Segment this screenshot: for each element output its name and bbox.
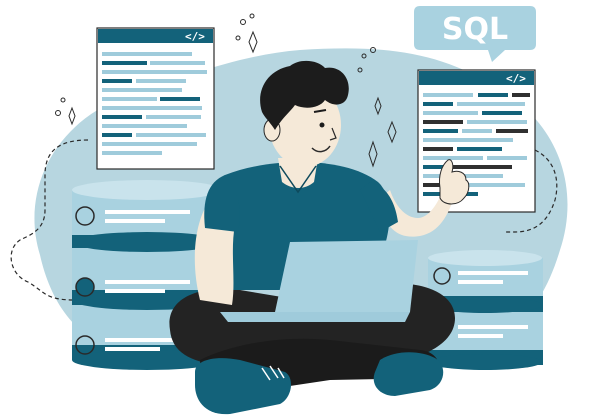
dashed-connector-left bbox=[10, 139, 89, 301]
db-indicator bbox=[75, 206, 95, 226]
left-shoe-laces bbox=[261, 365, 285, 381]
right-sleeve bbox=[360, 182, 398, 232]
right-shoe bbox=[373, 352, 444, 396]
right-arm bbox=[378, 185, 455, 237]
mouth bbox=[311, 145, 331, 153]
hair bbox=[260, 60, 349, 130]
eye bbox=[319, 122, 325, 128]
db-indicator bbox=[75, 277, 95, 297]
nose bbox=[329, 127, 337, 141]
left-sleeve bbox=[204, 175, 240, 232]
sql-speech-bubble: SQL bbox=[414, 6, 536, 62]
code-lines bbox=[102, 52, 207, 155]
laptop-base bbox=[220, 312, 410, 322]
db-indicator bbox=[75, 335, 95, 355]
person-figure bbox=[169, 60, 470, 415]
code-panel-left: </> bbox=[96, 27, 215, 170]
sql-label: SQL bbox=[442, 12, 508, 47]
dashed-connector-right bbox=[505, 149, 558, 233]
db-indicator bbox=[433, 267, 451, 285]
raised-hand bbox=[439, 159, 470, 205]
laptop-screen bbox=[275, 240, 418, 312]
code-brackets-icon: </> bbox=[185, 30, 205, 43]
code-brackets-icon: </> bbox=[506, 72, 526, 85]
code-panel-right: </> bbox=[417, 69, 536, 213]
sparkle-icons bbox=[55, 13, 397, 168]
left-shoe bbox=[195, 358, 292, 415]
